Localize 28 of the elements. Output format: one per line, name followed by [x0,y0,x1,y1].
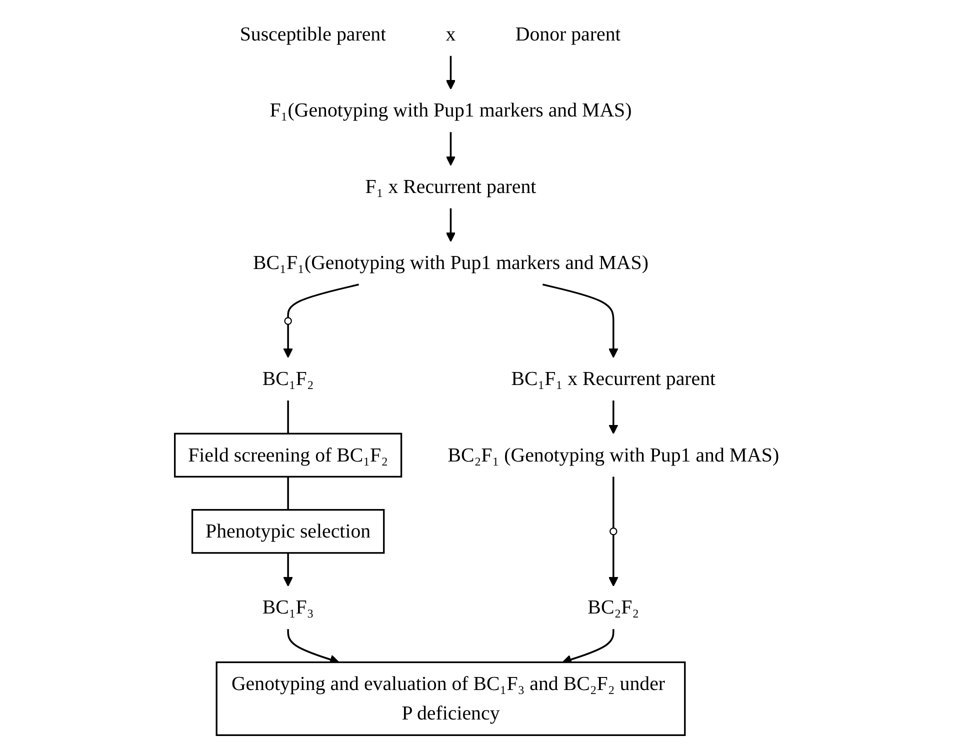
connector [288,476,290,510]
arrow [284,552,294,586]
node-text: BC₁F₁(Genotyping with Pup1 markers and MAS) [253,250,649,273]
arrow [446,208,456,242]
arrow [608,534,619,586]
connector [612,476,615,528]
node-circle [610,527,618,535]
arrow [284,324,294,358]
node-text: BC₁F₃ [262,595,314,618]
node-circle [284,316,292,324]
node-text: BC₁F₁ x Recurrent parent [512,366,716,389]
node-box: Genotyping and evaluation of BC₁F₃ and BC₂F₂ under P deficiency [216,660,686,736]
node-box: Phenotypic selection [192,508,386,554]
arrow [608,400,619,434]
node-text: BC₁F₂ [262,366,314,389]
node-text: x [446,22,456,44]
connector [288,400,290,434]
arrow [542,283,619,358]
node-text: BC₂F₁ (Genotyping with Pup1 and MAS) [448,443,780,466]
node-text: Donor parent [516,22,622,44]
arrow [446,132,456,166]
node-text: Susceptible parent [240,22,387,44]
node-box: Field screening of BC₁F₂ [174,432,403,478]
connector [288,283,360,318]
node-text: F₁ x Recurrent parent [366,174,537,197]
node-text: BC₂F₂ [588,595,640,618]
arrow [446,55,456,89]
node-text: F₁(Genotyping with Pup1 markers and MAS) [270,98,632,121]
